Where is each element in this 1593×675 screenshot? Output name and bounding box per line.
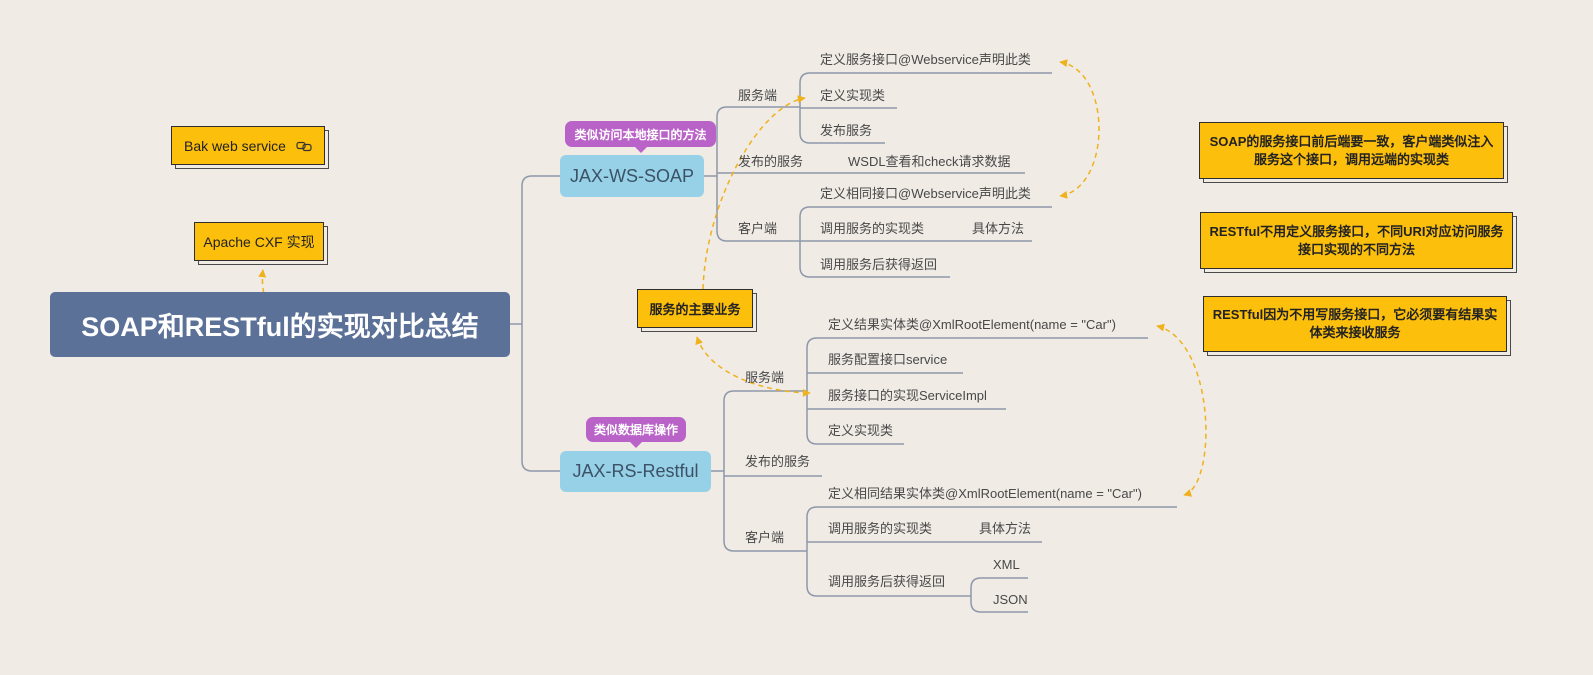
main-business-note[interactable]: 服务的主要业务	[637, 289, 753, 328]
soap-topic-label: JAX-WS-SOAP	[569, 165, 694, 186]
bak-web-service-label: Bak web service	[184, 137, 286, 154]
soap-spine	[716, 106, 728, 242]
apache-cxf-label: Apache CXF 实现	[203, 233, 315, 250]
rest-client-invoke-detail[interactable]: 具体方法	[979, 521, 1032, 536]
rest-topic[interactable]: JAX-RS-Restful	[560, 451, 711, 492]
relationship-soap-interfaces[interactable]	[1059, 59, 1100, 199]
restful-uri-note[interactable]: RESTful不用定义服务接口，不同URI对应访问服务接口实现的不同方法	[1200, 212, 1513, 269]
rest-label-tag-text: 类似数据库操作	[593, 423, 678, 437]
soap-summary-note[interactable]: SOAP的服务接口前后端要一致，客户端类似注入服务这个接口，调用远端的实现类	[1199, 122, 1504, 179]
root-topic-label: SOAP和RESTful的实现对比总结	[81, 312, 479, 342]
soap-client-item[interactable]: 调用服务的实现类	[820, 221, 925, 236]
rest-client-spine	[806, 506, 818, 597]
restful-uri-text: RESTful不用定义服务接口，不同URI对应访问服务接口实现的不同方法	[1209, 223, 1504, 257]
rest-server-topic[interactable]: 服务端	[745, 370, 785, 385]
soap-client-item[interactable]: 调用服务后获得返回	[820, 257, 938, 272]
soap-server-item[interactable]: 发布服务	[820, 123, 873, 138]
soap-server-item[interactable]: 定义服务接口@Webservice声明此类	[820, 52, 1031, 67]
link-icon[interactable]	[296, 140, 312, 152]
rest-client-topic[interactable]: 客户端	[745, 530, 785, 545]
rest-server-item[interactable]: 定义实现类	[828, 423, 894, 438]
rest-label-tag[interactable]: 类似数据库操作	[586, 417, 686, 448]
rest-server-item[interactable]: 服务接口的实现ServiceImpl	[828, 388, 987, 403]
rest-topic-label: JAX-RS-Restful	[572, 461, 699, 481]
rest-spine	[723, 390, 735, 552]
rest-return-type-json[interactable]: JSON	[993, 592, 1028, 607]
rest-client-item[interactable]: 调用服务的实现类	[828, 521, 933, 536]
soap-topic[interactable]: JAX-WS-SOAP	[560, 155, 704, 197]
soap-client-item[interactable]: 定义相同接口@Webservice声明此类	[820, 186, 1031, 201]
soap-publish-topic[interactable]: 发布的服务	[738, 154, 804, 169]
bak-web-service-note[interactable]: Bak web service	[171, 126, 325, 165]
rest-server-item[interactable]: 服务配置接口service	[828, 352, 948, 367]
restful-entity-text: RESTful因为不用写服务接口，它必须要有结果实体类来接收服务	[1212, 307, 1498, 340]
soap-summary-text: SOAP的服务接口前后端要一致，客户端类似注入服务这个接口，调用远端的实现类	[1209, 133, 1494, 167]
rest-return-type-xml[interactable]: XML	[993, 557, 1020, 572]
relationship-business-rest-impl[interactable]	[695, 336, 811, 397]
rest-return-spine	[970, 577, 982, 613]
soap-label-tag[interactable]: 类似访问本地接口的方法	[565, 121, 716, 153]
soap-publish-item[interactable]: WSDL查看和check请求数据	[848, 154, 1011, 169]
soap-label-tag-text: 类似访问本地接口的方法	[574, 127, 707, 142]
apache-cxf-note[interactable]: Apache CXF 实现	[194, 222, 324, 261]
soap-server-item[interactable]: 定义实现类	[820, 88, 886, 103]
soap-client-invoke-detail[interactable]: 具体方法	[972, 221, 1025, 236]
relationship-business-soap-impl[interactable]	[702, 95, 806, 290]
soap-client-topic[interactable]: 客户端	[738, 221, 778, 236]
rest-client-item[interactable]: 定义相同结果实体类@XmlRootElement(name = "Car")	[828, 486, 1142, 501]
rest-server-spine	[806, 337, 818, 445]
main-branch-spine	[521, 175, 560, 472]
soap-server-topic[interactable]: 服务端	[738, 88, 778, 103]
rest-client-item[interactable]: 调用服务后获得返回	[828, 574, 946, 589]
rest-publish-topic[interactable]: 发布的服务	[745, 454, 811, 469]
main-business-label: 服务的主要业务	[649, 302, 741, 317]
relationship-rest-entities[interactable]	[1156, 323, 1207, 497]
restful-entity-note[interactable]: RESTful因为不用写服务接口，它必须要有结果实体类来接收服务	[1203, 296, 1507, 352]
soap-client-spine	[799, 206, 811, 278]
root-topic[interactable]: SOAP和RESTful的实现对比总结	[50, 292, 510, 357]
rest-server-item[interactable]: 定义结果实体类@XmlRootElement(name = "Car")	[828, 317, 1116, 332]
